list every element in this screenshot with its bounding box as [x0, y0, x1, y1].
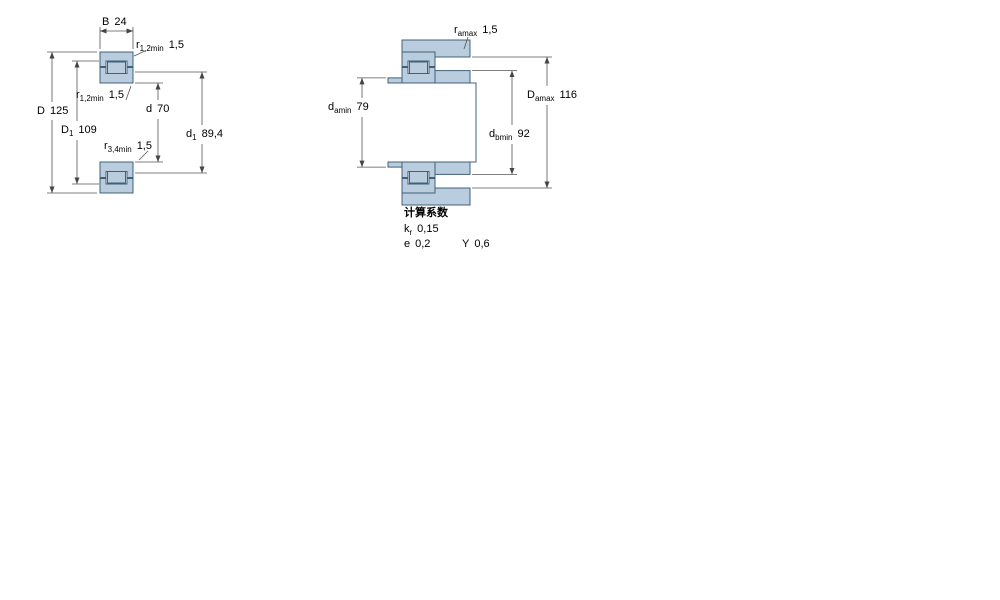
leader-line-r12-top — [133, 50, 146, 57]
shaft-shoulder-top — [387, 77, 403, 84]
inner-ring-bottom — [99, 161, 134, 178]
leader-line-ra — [463, 36, 469, 50]
outer-ring-bottom — [99, 178, 134, 194]
roller-top — [409, 61, 428, 75]
leader-line-r34 — [138, 150, 149, 161]
left-view-bearing-section — [99, 51, 134, 194]
leader-line-r12-mid — [125, 85, 132, 101]
roller-bottom — [107, 170, 126, 184]
abutment-spacer-bottom — [434, 161, 471, 175]
dimension-lines — [47, 27, 552, 194]
outer-ring-top — [99, 51, 134, 67]
shaft-shoulder-bottom — [387, 161, 403, 168]
outer-ring-top — [401, 51, 436, 67]
right-view-mounted-section — [387, 39, 477, 206]
roller-bottom — [409, 170, 428, 184]
abutment-spacer-top — [434, 70, 471, 84]
outer-ring-bottom — [401, 178, 436, 194]
roller-top — [107, 61, 126, 75]
shaft-outline — [402, 82, 477, 163]
inner-ring-top — [99, 67, 134, 84]
